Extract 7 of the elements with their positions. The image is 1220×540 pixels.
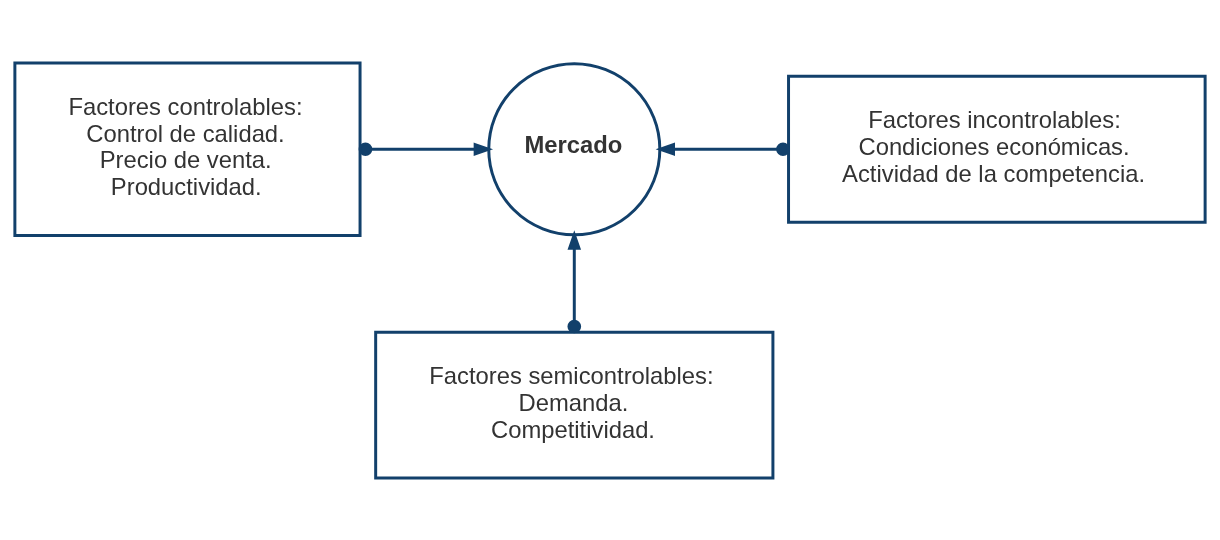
arrow	[358, 141, 494, 156]
arrow	[655, 141, 790, 156]
node-box: Factores controlables: Control de calidad. Precio de venta. Productividad.	[13, 60, 362, 237]
node-box: Factores incontrolables: Condiciones económicas. Actividad de la competencia.	[787, 74, 1207, 224]
node-circle: Mercado	[487, 61, 662, 236]
arrow	[567, 229, 582, 333]
node-box: Factores semicontrolables: Demanda. Competitividad.	[374, 330, 775, 480]
